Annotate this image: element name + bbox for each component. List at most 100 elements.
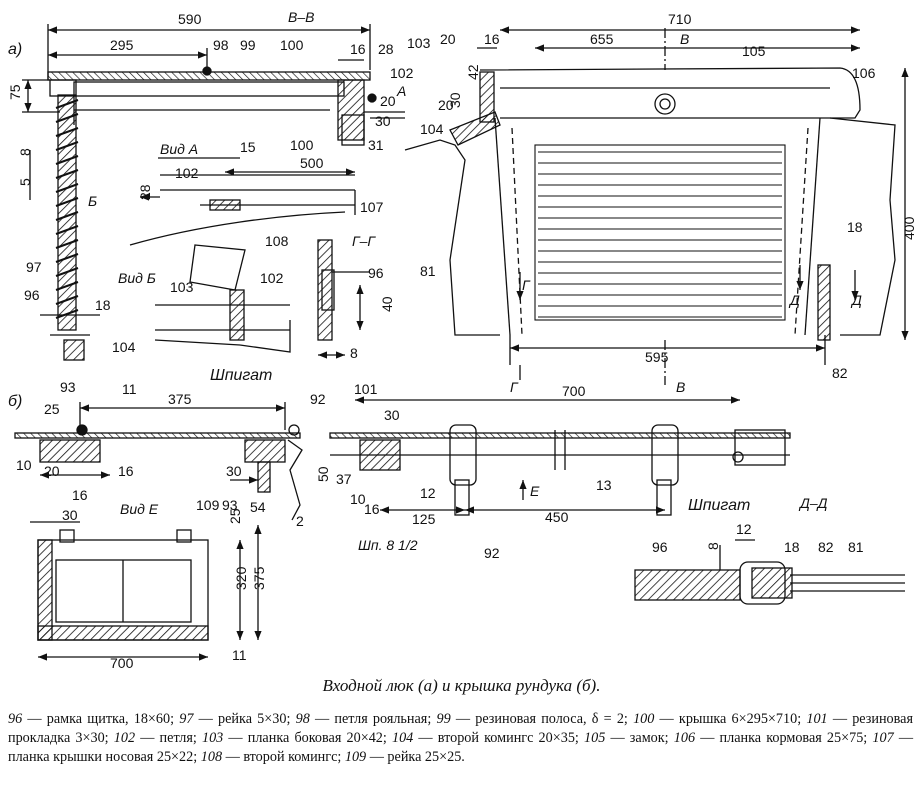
dim-5: 5 <box>17 178 33 186</box>
section-dd-drawing <box>634 539 905 605</box>
legend-number: 105 <box>584 730 606 746</box>
rail-slat <box>55 127 79 137</box>
label-view-a: Вид А <box>160 141 198 157</box>
legend-text: — резиновая прокладка 3×30; <box>8 711 913 746</box>
legend-number: 104 <box>391 730 414 746</box>
legend-text: — рамка щитка, 18×60; <box>22 711 180 727</box>
cut-g1: Г <box>522 277 531 293</box>
dim-700a: 700 <box>562 383 586 399</box>
callout-101: 101 <box>354 381 378 397</box>
label-view-e: Вид Е <box>120 501 159 517</box>
section-b-right <box>329 396 791 516</box>
legend-number: 100 <box>633 711 655 727</box>
rail-slat <box>55 295 79 305</box>
rail-slat <box>55 141 79 151</box>
dim-590: 590 <box>178 11 202 27</box>
legend-number: 101 <box>806 711 828 727</box>
callout-103a: 103 <box>407 35 431 51</box>
callout-93b: 93 <box>222 497 238 513</box>
legend-text: — планка крышки носовая 25×22; <box>8 730 914 765</box>
label-shpigat-1: Шпигат <box>210 367 272 384</box>
legend-number: 96 <box>8 711 23 727</box>
callout-102b: 102 <box>175 165 199 181</box>
dim-375b: 375 <box>251 566 267 590</box>
callout-92b: 92 <box>484 545 500 561</box>
callout-18b: 18 <box>784 539 800 555</box>
legend-text: — петля рояльная; <box>309 711 437 727</box>
label-dir-b: Б <box>88 193 97 209</box>
callout-13: 13 <box>596 477 612 493</box>
dim-37: 37 <box>336 471 352 487</box>
dim-16c: 16 <box>118 463 134 479</box>
cut-d1: Д <box>788 292 800 308</box>
legend-number: 109 <box>344 749 367 765</box>
callout-104b: 104 <box>112 339 136 355</box>
dim-12b: 12 <box>736 521 752 537</box>
dim-50: 50 <box>315 466 331 482</box>
dim-710: 710 <box>668 11 692 27</box>
legend-number: 99 <box>436 711 451 727</box>
dim-16d: 16 <box>72 487 88 503</box>
dim-375a: 375 <box>168 391 192 407</box>
callout-108: 108 <box>265 233 289 249</box>
dim-16b: 16 <box>484 31 500 47</box>
dim-595: 595 <box>645 349 669 365</box>
label-section-dd: Д–Д <box>798 495 828 511</box>
dim-20d: 20 <box>44 463 60 479</box>
dim-295: 295 <box>110 37 134 53</box>
view-e-drawing <box>30 521 262 661</box>
rail-slat <box>55 155 79 165</box>
callout-103b: 103 <box>170 279 194 295</box>
rail-slat <box>55 183 79 193</box>
figure-caption: Входной люк (а) и крышка рундука (б). <box>322 676 601 695</box>
rail-slat <box>55 309 79 319</box>
callout-11b: 11 <box>232 647 247 663</box>
cut-v1: В <box>680 31 689 47</box>
callout-100a: 100 <box>280 37 304 53</box>
legend-text: — рейка 5×30; <box>193 711 296 727</box>
dim-450: 450 <box>545 509 569 525</box>
dim-20b: 20 <box>440 31 456 47</box>
dim-20a: 20 <box>380 93 396 109</box>
callout-11a: 11 <box>122 381 137 397</box>
rail-slat <box>55 253 79 263</box>
dim-30c: 30 <box>226 463 242 479</box>
dim-400: 400 <box>901 216 917 240</box>
callout-18a: 18 <box>847 219 863 235</box>
dim-125: 125 <box>412 511 436 527</box>
label-shpigat-2: Шпигат <box>688 497 750 514</box>
label-section-gg: Г–Г <box>352 233 376 249</box>
callout-102c: 102 <box>260 270 284 286</box>
callout-81a: 81 <box>420 263 436 279</box>
rail-slat <box>55 267 79 277</box>
callout-82a: 82 <box>832 365 848 381</box>
dim-12a: 12 <box>420 485 436 501</box>
figure-legend: 96 — рамка щитка, 18×60; 97 — рейка 5×30… <box>8 710 913 767</box>
callout-98: 98 <box>213 37 229 53</box>
section-vv-drawing <box>22 24 405 361</box>
section-gg-drawing <box>317 239 370 359</box>
callout-104a: 104 <box>420 121 444 137</box>
dim-30e: 30 <box>62 507 78 523</box>
callout-92a: 92 <box>310 391 326 407</box>
dim-40: 40 <box>379 296 395 312</box>
rail-slat <box>55 99 79 109</box>
dim-25b: 25 <box>227 508 243 524</box>
callout-54: 54 <box>250 499 266 515</box>
dim-75: 75 <box>7 84 23 100</box>
dim-16a: 16 <box>350 41 366 57</box>
rail-slat <box>55 113 79 123</box>
legend-number: 108 <box>200 749 223 765</box>
label-part-b: б) <box>8 393 22 410</box>
cut-g2: Г <box>510 379 519 395</box>
section-b-left <box>14 402 303 521</box>
dim-8a: 8 <box>17 148 33 156</box>
dim-30a: 30 <box>375 113 391 129</box>
legend-text: — замок; <box>605 730 674 746</box>
callout-2: 2 <box>296 513 304 529</box>
view-a-drawing <box>129 157 356 246</box>
rail-slat <box>55 211 79 221</box>
view-b-drawing <box>154 244 291 353</box>
callout-82b: 82 <box>818 539 834 555</box>
dim-8b: 8 <box>350 345 358 361</box>
